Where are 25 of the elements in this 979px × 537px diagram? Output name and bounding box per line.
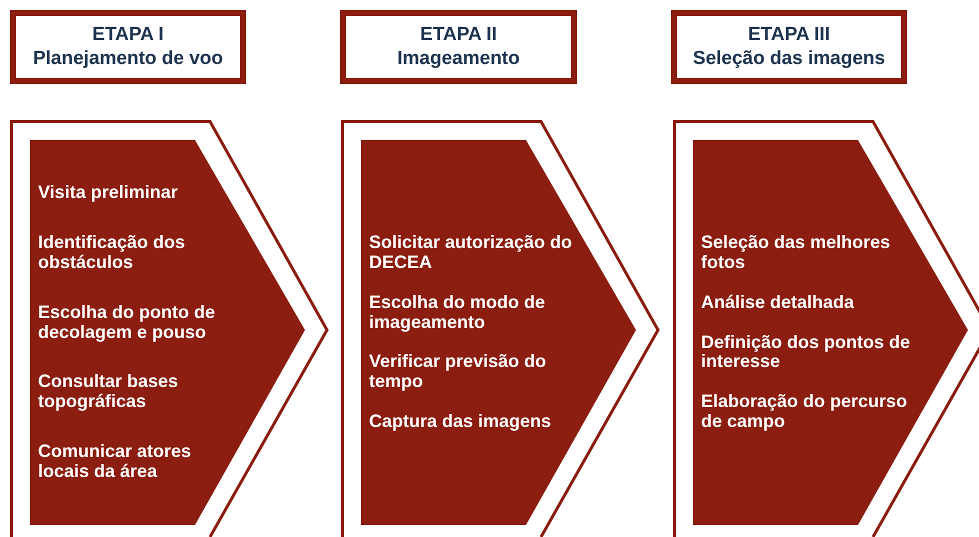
step-text: Análise detalhada bbox=[701, 292, 856, 313]
stage-title: Planejamento de voo bbox=[32, 47, 224, 71]
step-text: Verificar previsão do tempo bbox=[369, 352, 548, 392]
step-text: Escolha do modo de imageamento bbox=[369, 292, 546, 332]
step-text: Identificação dos obstáculos bbox=[38, 233, 186, 273]
stage-number: ETAPA II bbox=[420, 23, 497, 47]
stage-header-box bbox=[10, 10, 246, 84]
chevron-arrow bbox=[673, 120, 979, 537]
chevron-arrow bbox=[10, 120, 330, 537]
step-text: Captura das imagens bbox=[369, 412, 552, 432]
step-text: Escolha do ponto de decolagem e pouso bbox=[38, 302, 216, 342]
step-text: Solicitar autorização do DECEA bbox=[369, 233, 574, 273]
stage-number: ETAPA III bbox=[748, 23, 830, 47]
step-text: Consultar bases topográficas bbox=[38, 372, 180, 412]
step-text: Definição dos pontos de interesse bbox=[701, 332, 912, 372]
stage-title: Seleção das imagens bbox=[692, 47, 886, 71]
step-text: Visita preliminar bbox=[38, 183, 179, 204]
step-text: Comunicar atores locais da área bbox=[38, 442, 192, 482]
stage-header-box bbox=[340, 10, 577, 84]
stage-header-box bbox=[671, 10, 907, 84]
chevron-arrow bbox=[341, 120, 661, 537]
step-text: Seleção das melhores fotos bbox=[701, 233, 892, 273]
stage-title: Imageamento bbox=[397, 47, 520, 71]
step-text: Elaboração do percurso de campo bbox=[701, 392, 908, 432]
stage-number: ETAPA I bbox=[92, 23, 164, 47]
